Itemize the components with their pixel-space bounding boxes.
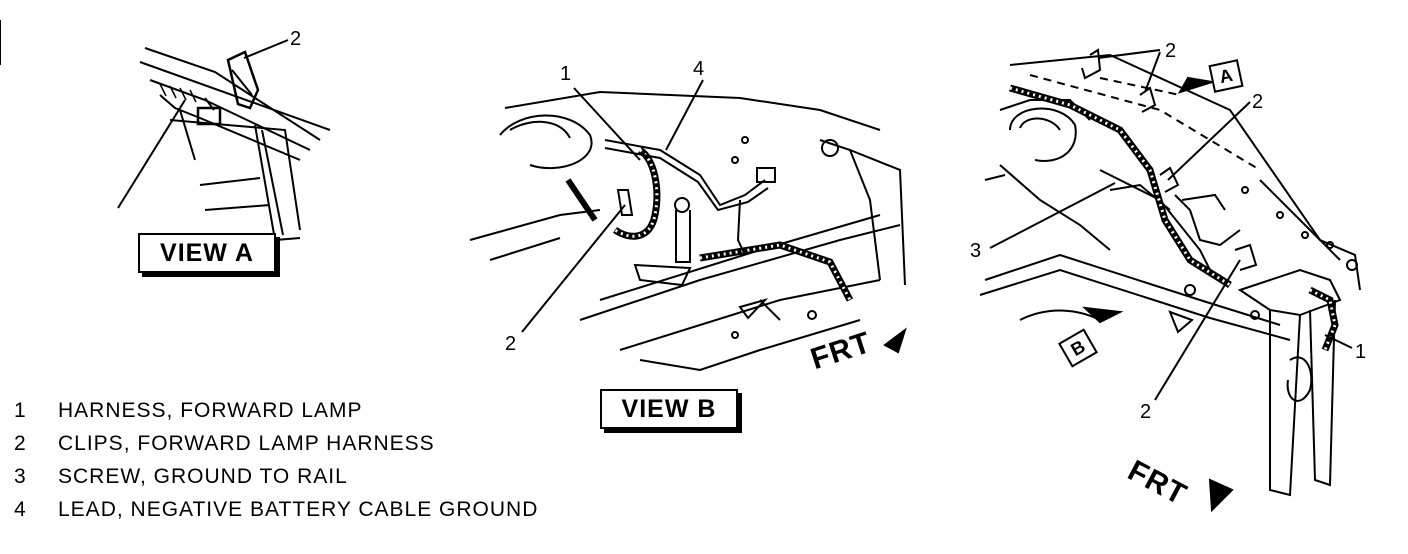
legend-text: LEAD, NEGATIVE BATTERY CABLE GROUND	[58, 498, 539, 521]
callout-left-2: 2	[290, 28, 301, 50]
callout-mid-1: 1	[560, 63, 571, 85]
leader-right-2-mid	[1167, 101, 1251, 181]
right-illustration	[979, 48, 1361, 497]
callout-mid-4: 4	[693, 58, 704, 80]
callout-right-2-mid: 2	[1252, 91, 1263, 113]
view-a-arrow	[1177, 76, 1213, 94]
view-a-label: VIEW A	[138, 233, 276, 273]
legend-text: SCREW, GROUND TO RAIL	[58, 465, 348, 488]
legend-item: 2 CLIPS, FORWARD LAMP HARNESS	[14, 429, 538, 462]
leader-left-2	[243, 39, 289, 59]
legend: 1 HARNESS, FORWARD LAMP 2 CLIPS, FORWARD L…	[14, 396, 538, 528]
leader-right-1	[1324, 334, 1353, 349]
leader-right-3	[989, 182, 1116, 249]
legend-text: HARNESS, FORWARD LAMP	[58, 399, 363, 422]
leader-right-2-bottom	[1154, 259, 1241, 401]
leader-left-unnumbered	[117, 99, 186, 209]
legend-item: 3 SCREW, GROUND TO RAIL	[14, 462, 538, 495]
leader-mid-2	[521, 204, 626, 333]
legend-item: 1 HARNESS, FORWARD LAMP	[14, 396, 538, 429]
legend-number: 4	[14, 498, 27, 521]
callout-mid-2: 2	[505, 333, 516, 355]
view-b-label: VIEW B	[600, 389, 738, 429]
legend-number: 3	[14, 465, 27, 488]
view-b-illustration	[469, 90, 906, 372]
view-a-illustration	[139, 47, 331, 242]
leader-mid-1	[573, 87, 641, 161]
legend-number: 2	[14, 432, 27, 455]
view-b-arrow	[1082, 306, 1124, 324]
legend-number: 1	[14, 399, 27, 422]
callout-right-3: 3	[970, 240, 981, 262]
leader-right-2-top	[1097, 49, 1161, 93]
legend-text: CLIPS, FORWARD LAMP HARNESS	[58, 432, 435, 455]
frt-arrow-right	[1208, 478, 1234, 513]
leader-mid-4	[665, 79, 704, 151]
callout-right-1: 1	[1355, 341, 1366, 363]
frt-arrow-b	[883, 327, 907, 354]
callout-right-2-bottom: 2	[1140, 401, 1151, 423]
legend-item: 4 LEAD, NEGATIVE BATTERY CABLE GROUND	[14, 495, 538, 528]
callout-right-2-top: 2	[1165, 40, 1176, 62]
